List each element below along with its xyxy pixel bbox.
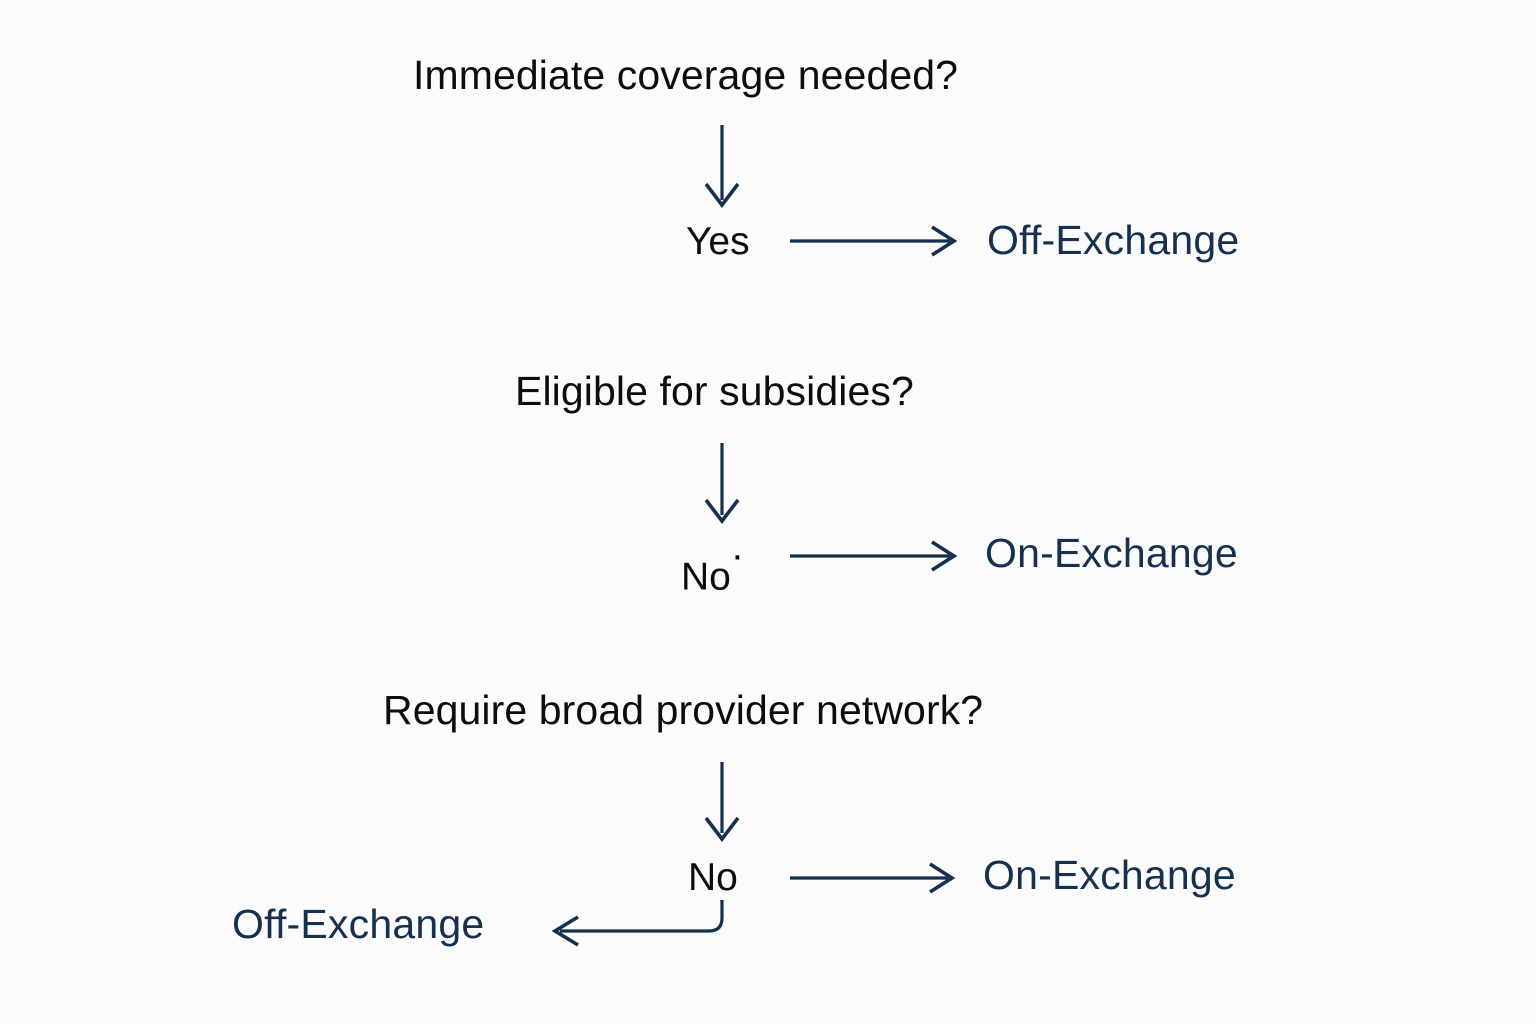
outcome-on-exchange-2: On-Exchange — [985, 530, 1238, 576]
question-eligible-subsidies: Eligible for subsidies? — [515, 368, 914, 414]
outcome-off-exchange-3: Off-Exchange — [232, 901, 485, 947]
answer-label-no-3: No — [688, 858, 738, 897]
answer-label-yes-1: Yes — [686, 222, 750, 261]
outcome-off-exchange-1: Off-Exchange — [987, 217, 1240, 263]
outcome-on-exchange-3: On-Exchange — [983, 852, 1236, 898]
answer-text: No — [688, 856, 738, 899]
answer-suffix-dot: · — [730, 534, 744, 577]
answer-text: No — [681, 555, 731, 599]
question-immediate-coverage: Immediate coverage needed? — [413, 52, 959, 98]
answer-text: Yes — [686, 220, 750, 263]
answer-label-no-2: No· — [681, 536, 744, 596]
question-broad-provider-network: Require broad provider network? — [383, 687, 984, 733]
